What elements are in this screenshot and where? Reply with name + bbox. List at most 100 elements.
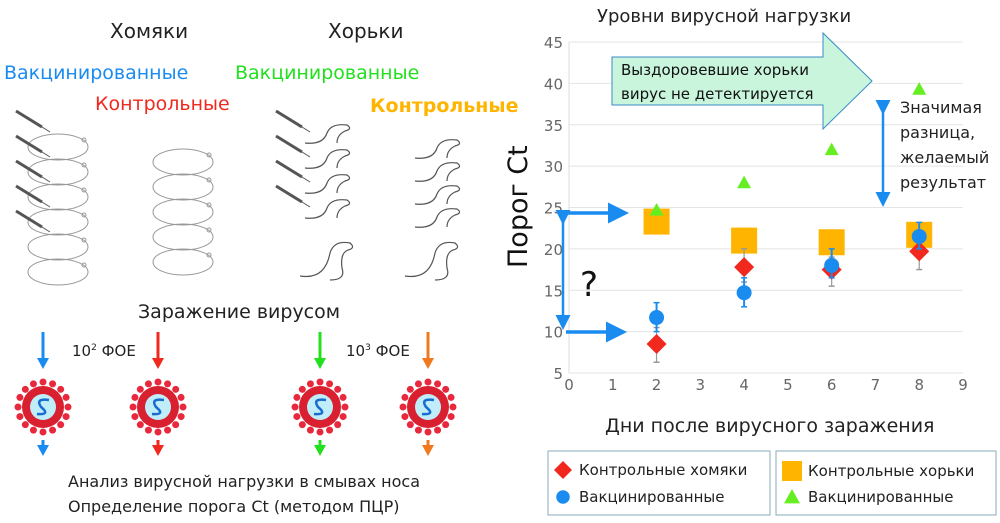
point-circle — [649, 310, 665, 326]
hamster-ear — [206, 227, 212, 233]
virus-spike — [131, 393, 139, 401]
virus-spike — [49, 380, 57, 388]
virus-spike — [424, 378, 432, 386]
hamster-dose-label: 102 ФОЕ — [72, 342, 136, 360]
syringe-needle — [301, 151, 311, 158]
ferret-outline — [414, 185, 461, 205]
hamster-body — [152, 148, 214, 176]
ferrets-title: Хорьки — [328, 19, 404, 43]
virus-spike — [339, 393, 347, 401]
hamster-body — [152, 173, 214, 201]
virus-spike — [179, 403, 187, 411]
virus-spike — [449, 403, 457, 411]
virus-spike — [306, 380, 314, 388]
significance-line-4: результат — [900, 173, 986, 192]
hamster-icon — [152, 198, 214, 226]
syringe-needle — [301, 176, 311, 183]
ferret-outline — [414, 162, 461, 182]
syringe-icon — [15, 109, 51, 133]
virus-spike — [298, 421, 306, 429]
virus-spike — [57, 385, 65, 393]
syringe-barrel — [15, 209, 43, 229]
infection-arrowhead — [422, 358, 434, 369]
virus-spike — [172, 385, 180, 393]
infection-arrowhead — [37, 358, 49, 369]
virus-spike — [164, 426, 172, 434]
legend-hamsters-box — [547, 450, 771, 516]
hamster-body — [27, 133, 89, 161]
virus-spike — [424, 428, 432, 436]
syringe-icon — [15, 184, 51, 208]
x-tick-label: 4 — [739, 376, 749, 394]
hamster-body — [152, 248, 214, 276]
ferret-outline — [414, 139, 461, 159]
hamster-body — [27, 258, 89, 286]
hamster-ear — [81, 187, 87, 193]
virus-spike — [316, 428, 324, 436]
point-diamond — [734, 257, 755, 278]
hamster-icon — [27, 258, 89, 286]
syringe-needle — [41, 201, 51, 208]
hamsters-control-label: Контрольные — [95, 93, 230, 115]
virus-core — [307, 394, 333, 420]
syringe-icon — [275, 159, 311, 183]
hamster-body — [27, 183, 89, 211]
hamster-body — [27, 233, 89, 261]
hamster-icon — [27, 183, 89, 211]
hamster-ear — [81, 137, 87, 143]
x-tick-label: 1 — [608, 376, 618, 394]
sample-arrowhead — [314, 445, 326, 456]
y-tick-label: 25 — [544, 200, 563, 218]
x-tick-label: 3 — [696, 376, 706, 394]
legend-marker-triangle — [784, 489, 800, 504]
point-circle — [824, 257, 840, 273]
syringe-icon — [15, 159, 51, 183]
sample-arrowhead — [152, 445, 164, 456]
virus-spike — [177, 413, 185, 421]
syringe-barrel — [275, 109, 303, 129]
x-tick-label: 9 — [958, 376, 968, 394]
hamster-icon — [27, 133, 89, 161]
point-circle — [911, 228, 927, 244]
sample-arrowhead — [37, 445, 49, 456]
callout-line-1: Выздоровевшие хорьки — [621, 61, 809, 79]
syringe-icon — [15, 209, 51, 233]
legend-marker-circle — [556, 490, 570, 504]
hamster-icon — [27, 158, 89, 186]
virus-rna — [313, 398, 327, 416]
syringe-barrel — [275, 159, 303, 179]
virus-spike — [399, 403, 407, 411]
virus-spike — [434, 380, 442, 388]
virus-spike — [172, 421, 180, 429]
significance-line-3: желаемый — [900, 148, 989, 167]
hamster-ear — [81, 262, 87, 268]
hamster-body — [27, 208, 89, 236]
virus-spike — [298, 385, 306, 393]
ferret-icon — [414, 208, 461, 228]
ferret-icon — [299, 241, 354, 281]
virus-spike — [21, 385, 29, 393]
point-triangle — [649, 202, 664, 216]
ferrets-vaccinated-label: Вакцинированные — [235, 62, 419, 84]
y-tick-label: 45 — [544, 34, 563, 52]
ferret-icon — [304, 124, 351, 144]
virus-spike — [62, 413, 70, 421]
virus-spike — [144, 380, 152, 388]
sample-arrowhead — [422, 445, 434, 456]
hamster-icon — [152, 248, 214, 276]
virus-spike — [341, 403, 349, 411]
infection-title: Заражение вирусом — [138, 301, 340, 323]
virus-spike — [177, 393, 185, 401]
ferret-icon — [414, 162, 461, 182]
syringe-needle — [41, 151, 51, 158]
virus-spike — [414, 380, 422, 388]
syringe-needle — [301, 126, 311, 133]
ferret-outline — [304, 149, 351, 169]
y-tick-label: 30 — [544, 158, 563, 176]
x-tick-label: 2 — [652, 376, 662, 394]
syringe-needle — [41, 176, 51, 183]
syringe-icon — [275, 134, 311, 158]
point-triangle — [737, 175, 752, 189]
virus-spike — [334, 385, 342, 393]
